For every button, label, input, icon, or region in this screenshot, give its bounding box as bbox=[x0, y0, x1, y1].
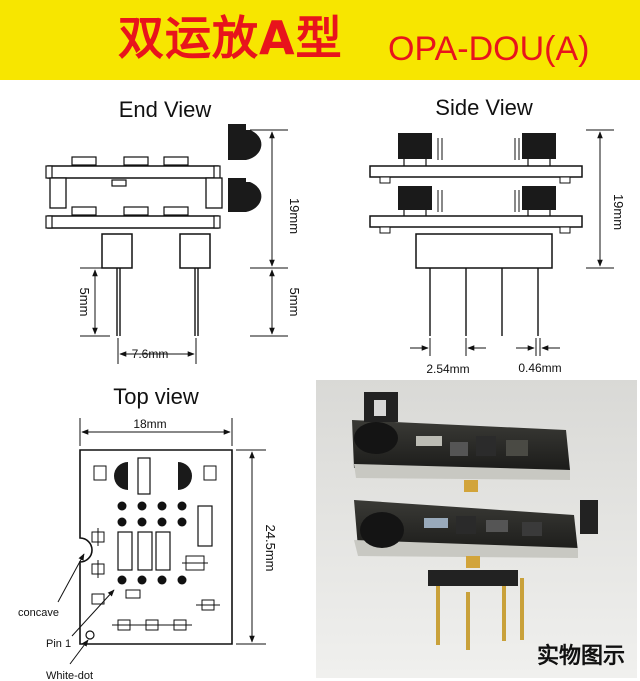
top-view-title: Top view bbox=[113, 384, 199, 409]
top-view-transistor-left bbox=[114, 462, 128, 490]
end-view-pin-header-left bbox=[101, 233, 133, 269]
side-view-pin-pitch: 2.54mm bbox=[426, 362, 469, 376]
end-view-pin-spacing: 7.6mm bbox=[132, 347, 169, 361]
side-view-chip-top-left bbox=[398, 133, 432, 159]
top-view-white-dot bbox=[85, 630, 95, 640]
side-view-height-dim: 19mm bbox=[611, 194, 626, 230]
top-view-width-dim: 18mm bbox=[133, 417, 166, 431]
top-view-label-white-dot: White-dot bbox=[46, 670, 93, 681]
side-view-pin-header bbox=[415, 233, 553, 269]
end-view-pin-header-right bbox=[179, 233, 211, 269]
end-view-lower-board bbox=[47, 215, 219, 229]
end-view-title: End View bbox=[119, 97, 212, 122]
top-view-opamp-left bbox=[117, 531, 133, 571]
end-view-pin-length-left: 5mm bbox=[77, 288, 92, 317]
top-view-label-pin1: Pin 1 bbox=[46, 638, 71, 650]
top-view-pin-dots bbox=[117, 501, 187, 585]
end-view-transistor-bottom bbox=[228, 182, 262, 212]
top-view-label-concave: concave bbox=[18, 607, 59, 619]
banner-title-chinese: 双运放A型 bbox=[118, 11, 343, 65]
top-view-opamp-right bbox=[155, 531, 171, 571]
side-view-upper-board bbox=[369, 165, 583, 178]
side-view-chip-bottom-right bbox=[522, 186, 556, 210]
banner-title-model: OPA-DOU(A) bbox=[388, 30, 590, 68]
side-view-title: Side View bbox=[435, 95, 533, 120]
product-photo: 实物图示 bbox=[316, 380, 637, 678]
end-view-height-dim: 19mm bbox=[287, 198, 302, 234]
technical-drawing: End View 19mm bbox=[18, 95, 626, 681]
top-view-transistor-right bbox=[178, 462, 192, 490]
side-view-pin-diameter: 0.46mm bbox=[518, 361, 561, 375]
end-view-upper-board bbox=[47, 165, 219, 179]
side-view-chip-bottom-left bbox=[398, 186, 432, 210]
top-view-opamp-middle bbox=[137, 531, 153, 571]
top-view: Top view 18mm 24.5mm bbox=[18, 384, 278, 681]
title-banner: 双运放A型 OPA-DOU(A) bbox=[0, 0, 640, 80]
side-view-chip-top-right bbox=[522, 133, 556, 159]
end-view: End View 19mm bbox=[45, 97, 302, 364]
photo-caption: 实物图示 bbox=[536, 644, 625, 669]
side-view-lower-board bbox=[369, 215, 583, 228]
end-view-transistor-top bbox=[228, 130, 262, 160]
product-photo-illustration bbox=[316, 380, 637, 678]
side-view: Side View 19mm bbox=[369, 95, 626, 376]
top-view-height-dim: 24.5mm bbox=[263, 525, 278, 572]
end-view-pin-length-right: 5mm bbox=[287, 288, 302, 317]
